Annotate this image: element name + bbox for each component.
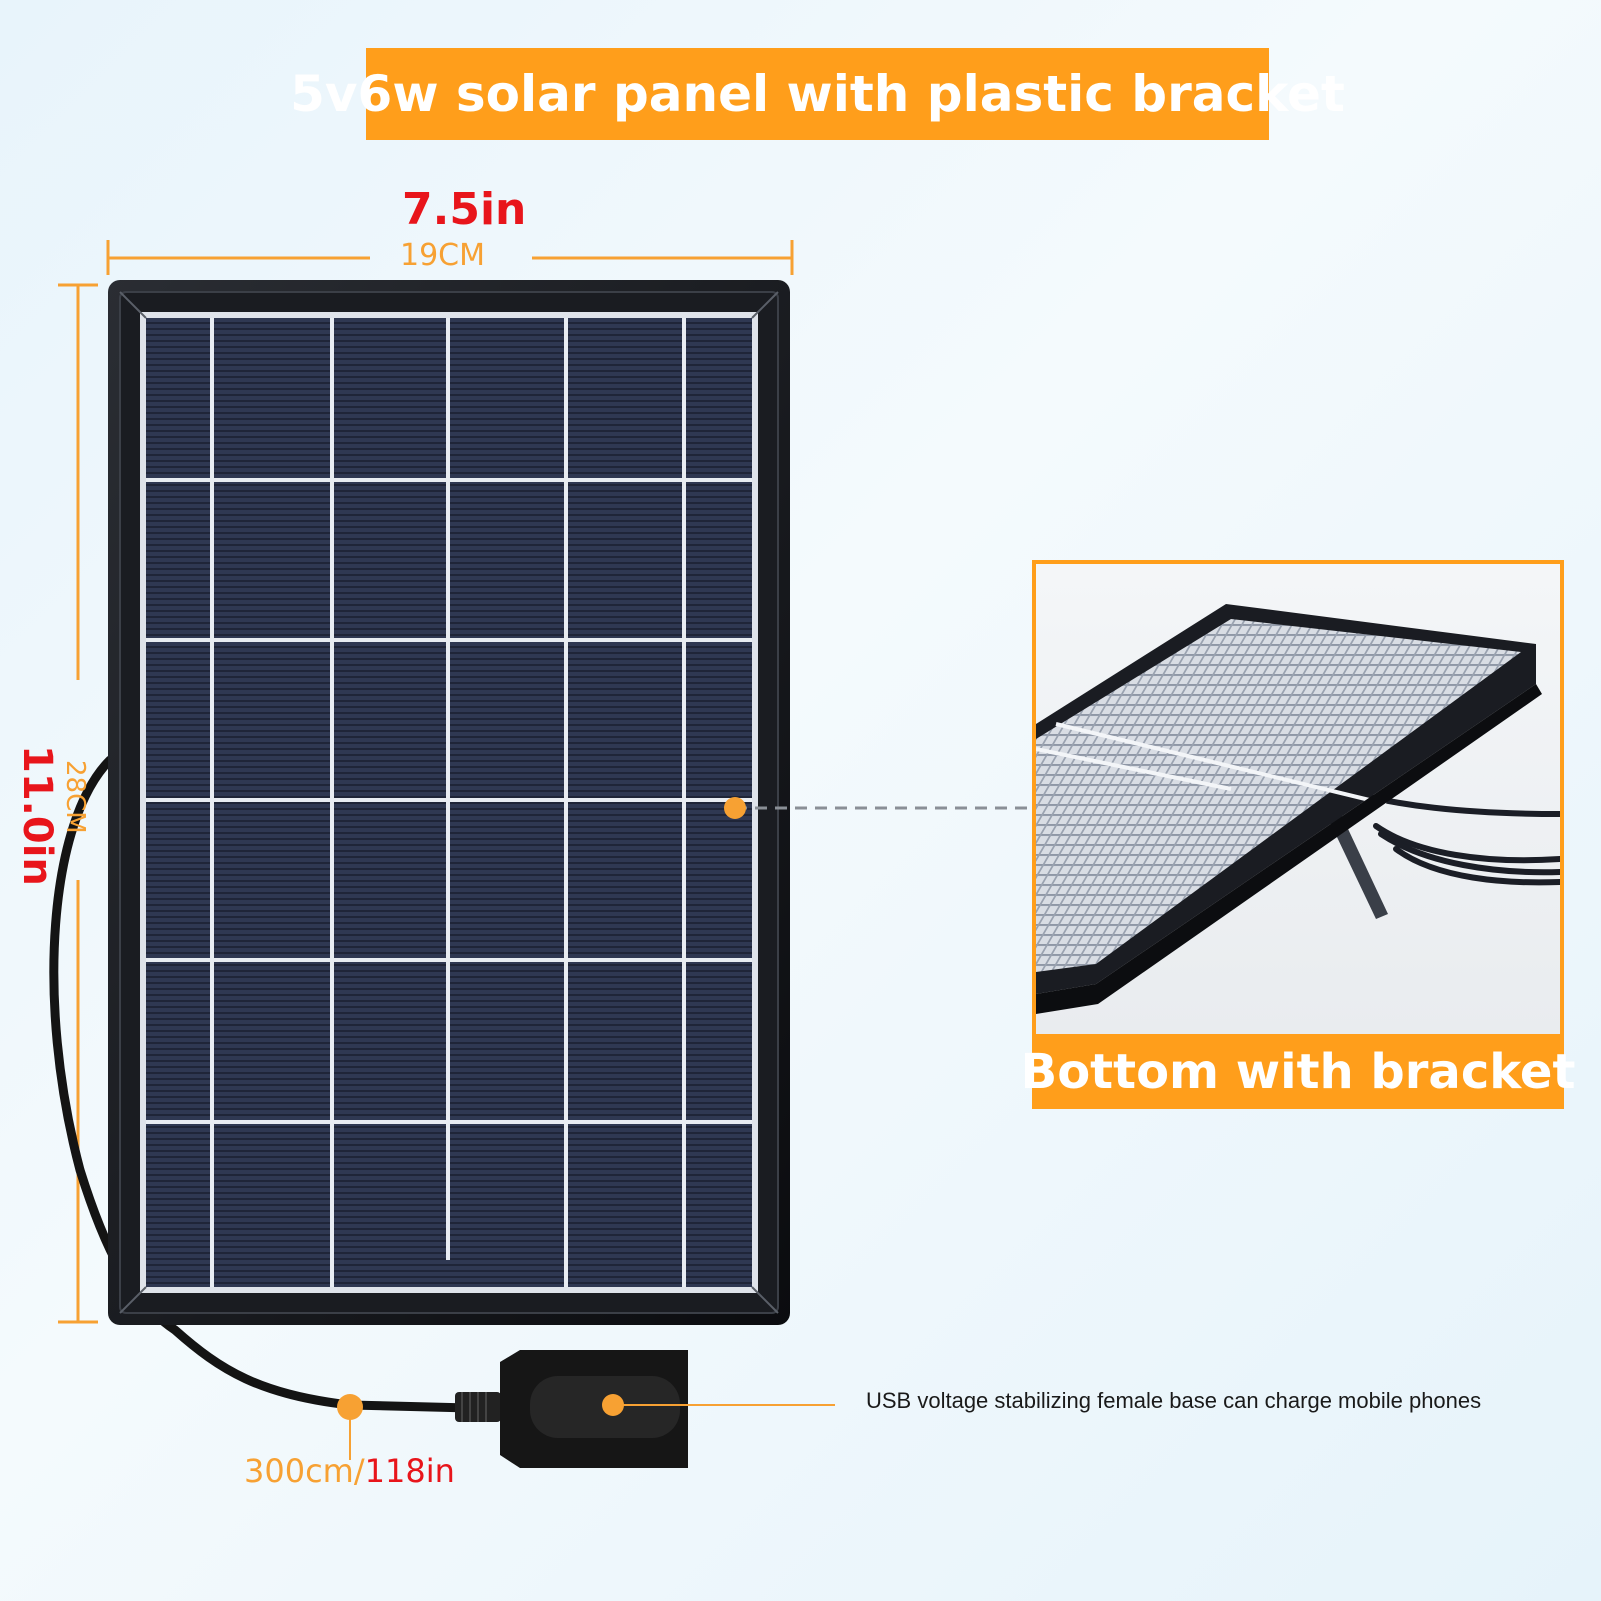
cable [49, 755, 475, 1413]
cable-length-in: 118in [364, 1452, 455, 1490]
angled-panel-image [1036, 604, 1560, 1014]
callout-markers [337, 797, 1056, 1460]
cable-length-label: 300cm/118in [244, 1452, 455, 1490]
height-inches-label: 11.0in [14, 745, 60, 886]
usb-note: USB voltage stabilizing female base can … [866, 1388, 1482, 1413]
inset-caption: Bottom with bracket [1020, 1043, 1576, 1100]
title-banner: 5v6w solar panel with plastic bracket [290, 48, 1345, 140]
cable-length-cm: 300cm/ [244, 1452, 365, 1490]
usb-connector [455, 1350, 688, 1468]
width-cm-label: 19CM [400, 238, 486, 273]
solar-panel [108, 280, 790, 1325]
width-inches-label: 7.5in [402, 184, 527, 235]
bracket-inset: Bottom with bracket [1020, 560, 1576, 1109]
height-cm-label: 28CM [60, 760, 90, 834]
width-dimension-line [106, 240, 794, 275]
bracket-photo [1036, 564, 1560, 1034]
height-dimension-line [58, 283, 98, 1324]
page-title: 5v6w solar panel with plastic bracket [290, 65, 1345, 123]
